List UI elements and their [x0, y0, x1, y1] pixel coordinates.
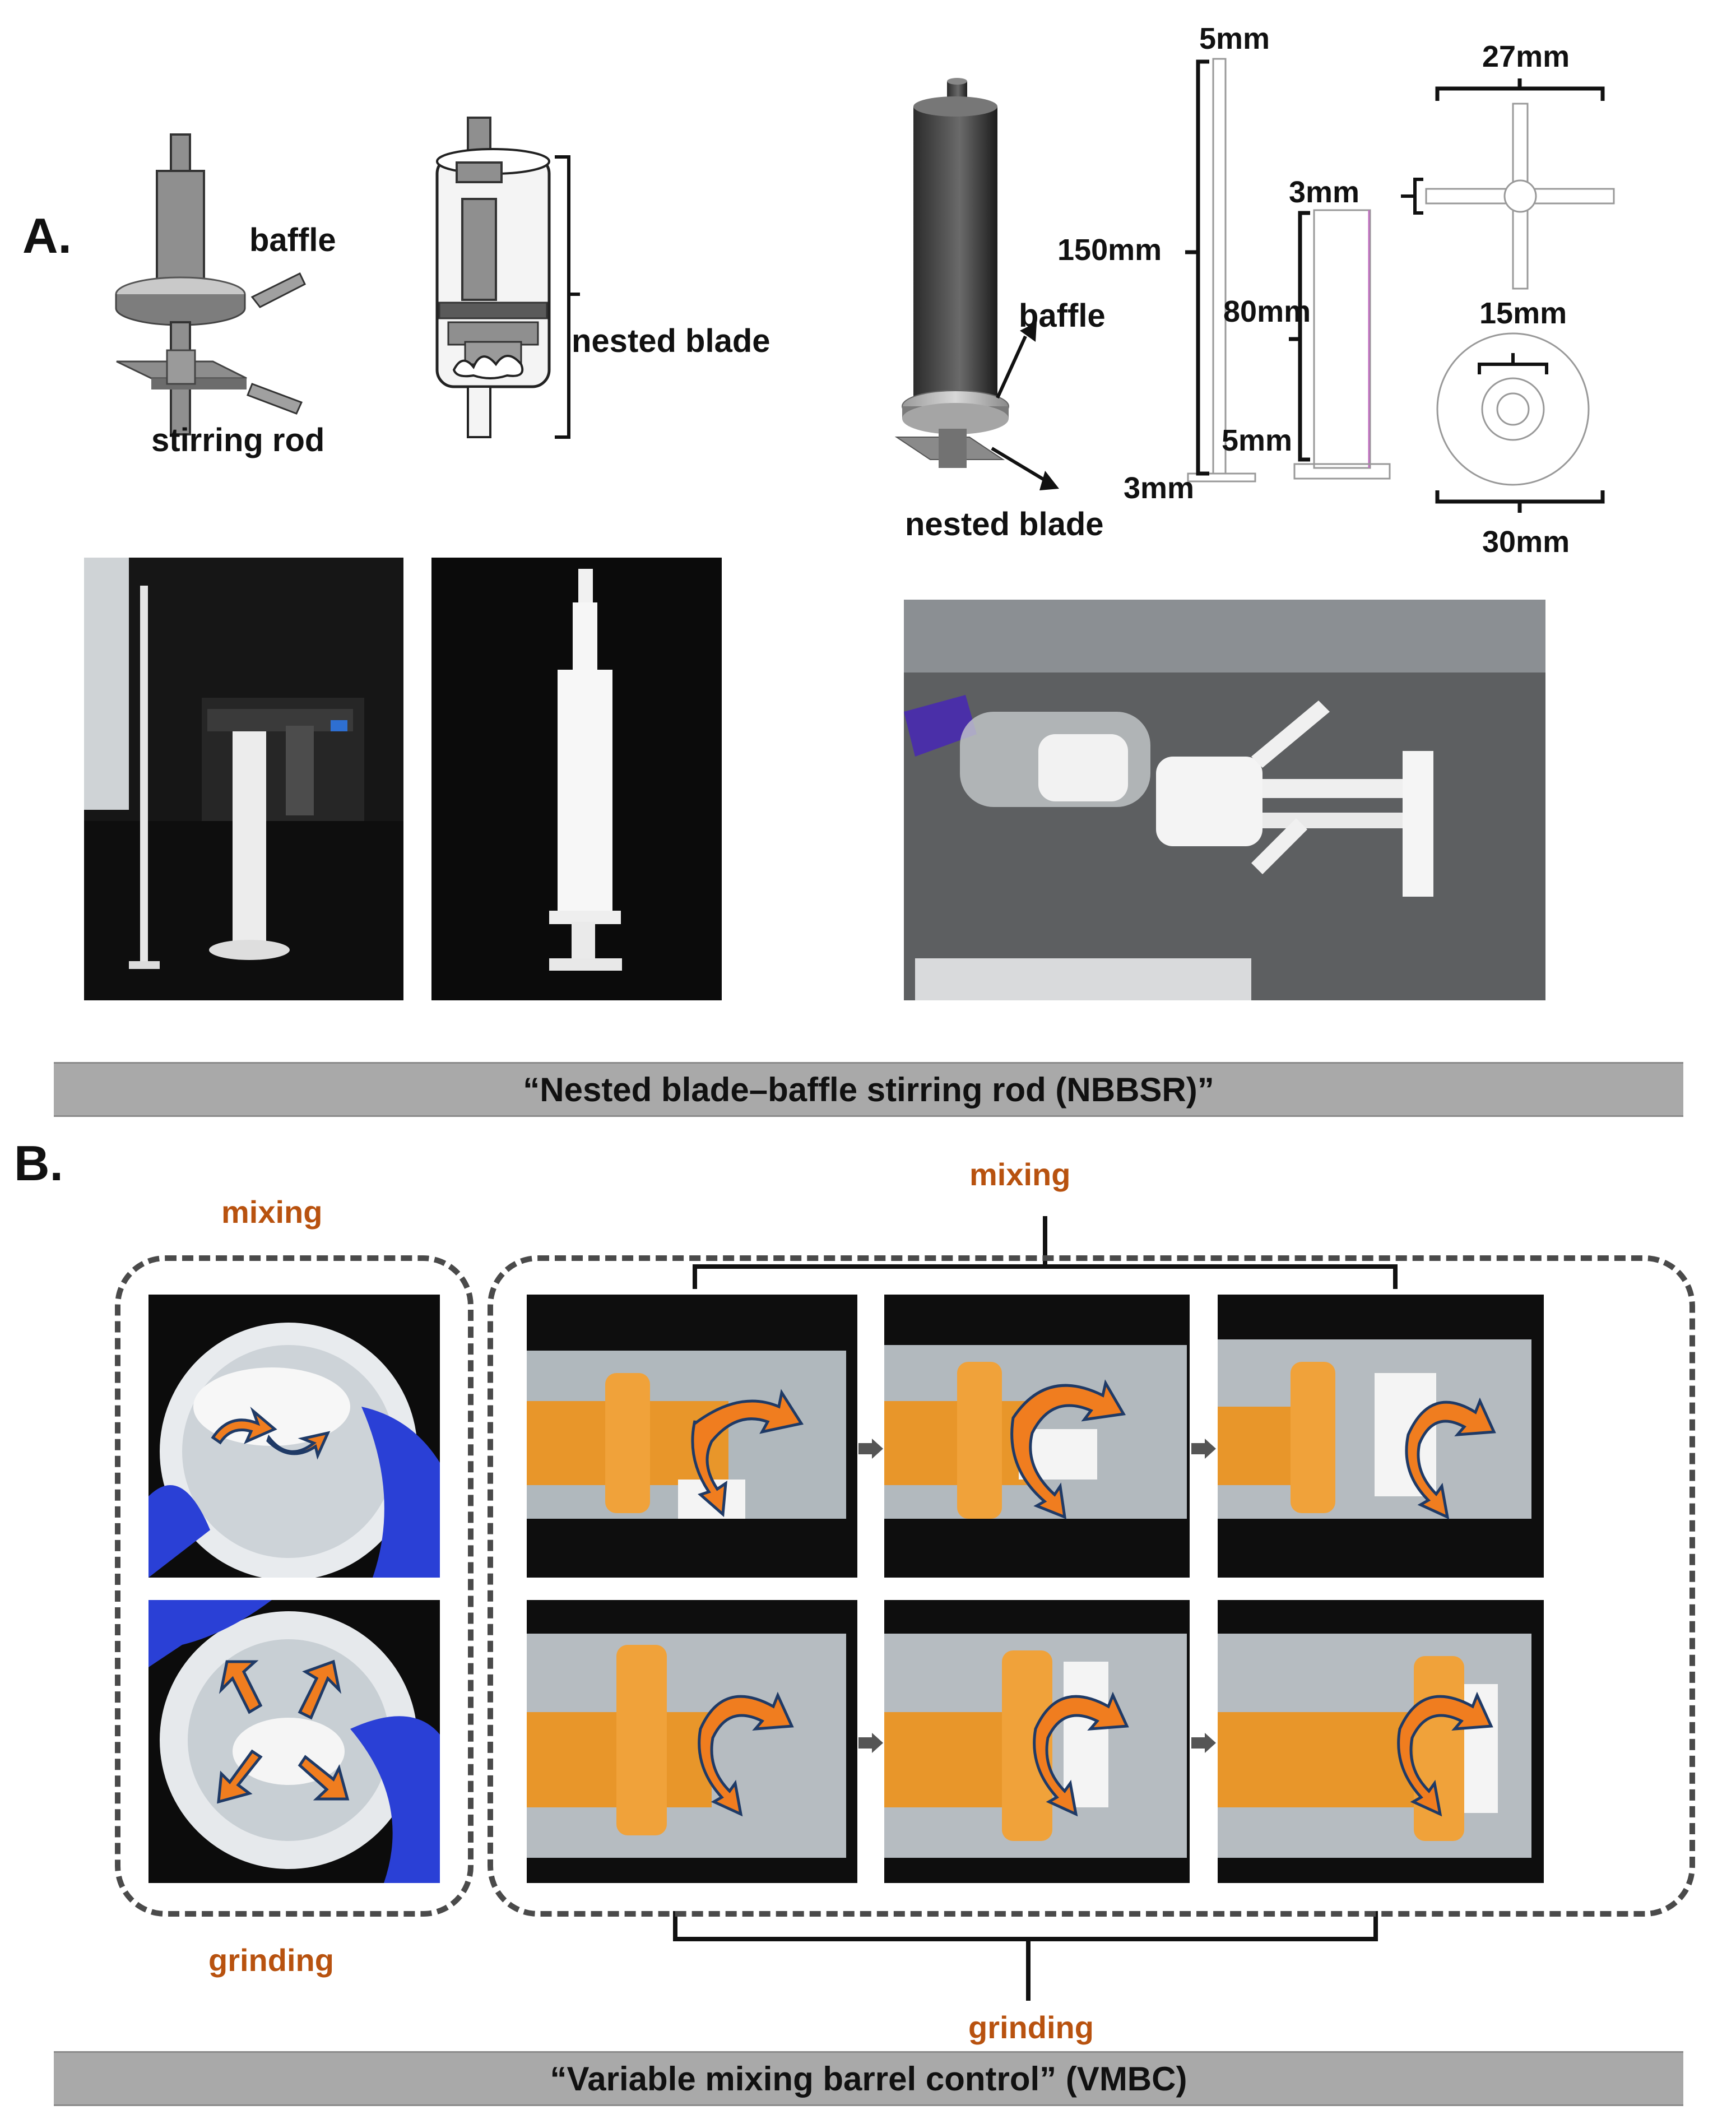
- dim-15mm: 15mm: [1479, 296, 1567, 330]
- photo-assembled-nbbsr: [431, 558, 722, 1000]
- photo-rod-parts: [84, 558, 403, 1000]
- right-dashed-group: [488, 1255, 1695, 1917]
- dim-3mm-bottom: 3mm: [1124, 471, 1195, 505]
- dim-150mm: 150mm: [1057, 233, 1162, 267]
- dim-30mm: 30mm: [1482, 525, 1570, 559]
- arrow-right-icon: [1191, 1733, 1216, 1753]
- photo-flask-mixing: [148, 1295, 440, 1578]
- panel-a-letter: A.: [22, 208, 72, 263]
- panel-b-letter: B.: [14, 1135, 63, 1191]
- baffle-render-label: baffle: [1019, 298, 1106, 334]
- photo-barrel-mix-1: [527, 1295, 857, 1578]
- vmbc-banner: “Variable mixing barrel control” (VMBC): [54, 2051, 1683, 2106]
- grinding-bracket: [673, 1911, 1378, 2001]
- nested-blade-label: nested blade: [572, 323, 770, 359]
- mixing-left-label: mixing: [221, 1194, 323, 1230]
- grinding-left-label: grinding: [208, 1942, 334, 1978]
- nested-blade-schematic: [435, 117, 580, 439]
- photo-barrel-mix-3: [1218, 1295, 1544, 1578]
- arrow-right-icon: [858, 1733, 883, 1753]
- mixing-right-label: mixing: [969, 1157, 1071, 1192]
- nbbsr-banner: “Nested blade–baffle stirring rod (NBBSR…: [54, 1062, 1683, 1117]
- dim-27mm: 27mm: [1482, 40, 1570, 73]
- photo-barrel-mix-2: [884, 1295, 1190, 1578]
- stirring-rod-label: stirring rod: [151, 422, 325, 458]
- nbbsr-3d-render: [894, 78, 1009, 468]
- photo-barrel-grind-2: [884, 1600, 1190, 1883]
- stirring-rod-schematic: [115, 133, 306, 435]
- left-dashed-group: [115, 1255, 474, 1917]
- dim-5mm-top: 5mm: [1199, 22, 1270, 55]
- photo-barrel-grind-1: [527, 1600, 857, 1883]
- nested-blade-render-label: nested blade: [905, 506, 1104, 542]
- arrow-right-icon: [1191, 1439, 1216, 1459]
- photo-nbbsr-in-syringe: [904, 600, 1545, 1000]
- dim-3mm-right: 3mm: [1289, 175, 1360, 209]
- baffle-label: baffle: [249, 222, 336, 258]
- grinding-right-label: grinding: [968, 2010, 1094, 2045]
- dim-80mm: 80mm: [1223, 295, 1311, 328]
- dimension-drawing: [1185, 58, 1615, 513]
- dim-5mm-mid: 5mm: [1222, 424, 1293, 457]
- arrow-right-icon: [858, 1439, 883, 1459]
- photo-barrel-grind-3: [1218, 1600, 1544, 1883]
- photo-flask-grinding: [148, 1600, 440, 1883]
- render-pointer-arrows: [991, 322, 1059, 490]
